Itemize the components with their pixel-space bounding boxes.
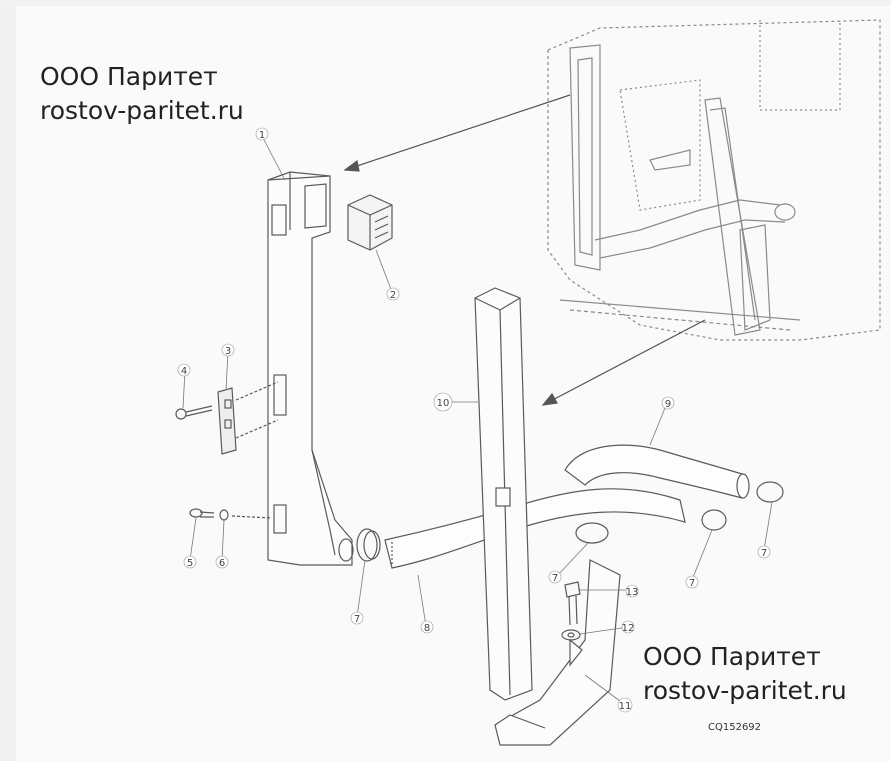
callout-3: 3 — [225, 346, 231, 357]
callout-7d: 7 — [761, 548, 767, 559]
watermark-bottom: ООО Паритет rostov-paritet.ru — [643, 640, 847, 708]
callout-11: 11 — [619, 701, 632, 712]
left-margin-strip — [0, 0, 16, 761]
figure-code: CQ152692 — [708, 722, 762, 733]
part-4-screw — [175, 405, 213, 420]
callout-9: 9 — [665, 399, 671, 410]
assembly-arrows — [343, 94, 706, 406]
callout-7c: 7 — [689, 578, 695, 589]
watermark-top: ООО Паритет rostov-paritet.ru — [40, 60, 244, 128]
callout-13: 13 — [626, 587, 639, 598]
top-margin-strip — [0, 0, 891, 6]
part-8-hose — [384, 488, 686, 569]
callout-6: 6 — [219, 558, 225, 569]
part-13-bolt — [564, 581, 581, 626]
cab-frame-illustration — [547, 19, 881, 341]
callout-1: 1 — [259, 130, 265, 141]
watermark-top-url: rostov-paritet.ru — [40, 96, 244, 125]
watermark-bottom-company: ООО Паритет — [643, 642, 821, 671]
part-9-hose — [564, 444, 750, 499]
part-3-switch — [217, 381, 279, 455]
callout-7a: 7 — [354, 614, 360, 625]
callout-12: 12 — [622, 623, 635, 634]
part-12-washer — [561, 629, 581, 641]
callout-10: 10 — [437, 398, 450, 409]
watermark-top-company: ООО Паритет — [40, 62, 218, 91]
part-10-long-duct — [474, 287, 533, 701]
callout-5: 5 — [187, 558, 193, 569]
part-1-vertical-duct — [267, 171, 354, 566]
part-5-bolt — [189, 508, 215, 518]
callout-7b: 7 — [552, 573, 558, 584]
part-11-outlet — [494, 559, 621, 746]
part-7-hose-clamps — [356, 481, 784, 562]
part-6-washer — [219, 509, 273, 521]
watermark-bottom-url: rostov-paritet.ru — [643, 676, 847, 705]
part-2-connector — [347, 194, 393, 251]
callout-4: 4 — [181, 366, 187, 377]
callout-2: 2 — [390, 290, 396, 301]
callout-8: 8 — [424, 623, 430, 634]
